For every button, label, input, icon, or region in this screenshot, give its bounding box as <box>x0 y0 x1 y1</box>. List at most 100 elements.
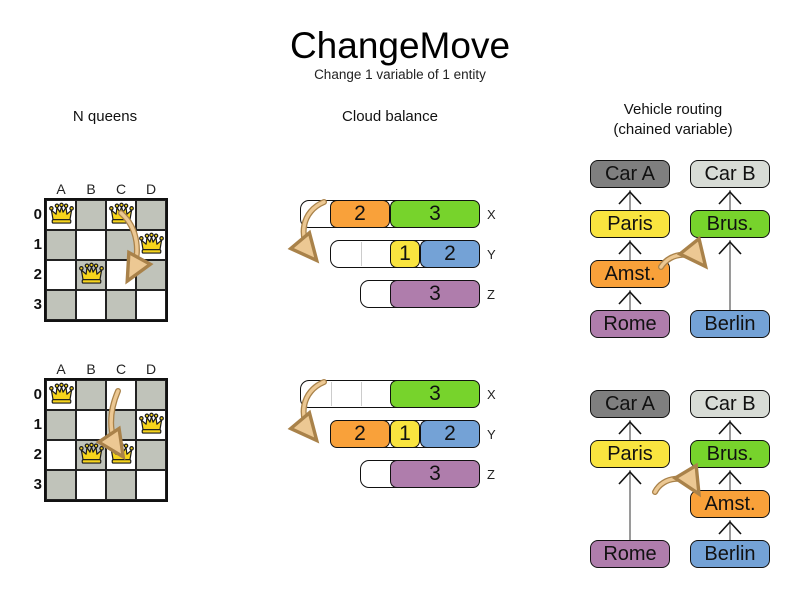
board-cell <box>136 230 166 260</box>
board-cell <box>46 260 76 290</box>
chain-arrowhead-icon <box>718 520 742 535</box>
board-cell <box>136 380 166 410</box>
chain-arrowhead-icon <box>618 240 642 255</box>
board-cell <box>106 410 136 440</box>
board-frame <box>44 198 168 322</box>
board-cell <box>46 410 76 440</box>
queen-icon <box>48 202 74 224</box>
vr-box-amst: Amst. <box>690 490 770 518</box>
board-cell <box>46 470 76 500</box>
chain-arrowhead-icon <box>718 240 742 255</box>
chain-connectors <box>618 190 742 540</box>
process-block: 1 <box>390 240 420 268</box>
board-cell <box>136 470 166 500</box>
board-cell <box>106 380 136 410</box>
queen-icon <box>108 442 134 464</box>
board-cell <box>76 470 106 500</box>
board-row-label: 1 <box>33 416 42 433</box>
process-block: 3 <box>390 460 480 488</box>
board-cell <box>46 440 76 470</box>
board-col-label: C <box>115 361 127 377</box>
process-block: 2 <box>330 420 390 448</box>
board-col-label: A <box>56 361 66 377</box>
board-cell <box>136 260 166 290</box>
vr-box-car-a: Car A <box>590 390 670 418</box>
board-row-label: 3 <box>33 296 42 313</box>
vr-box-rome: Rome <box>590 310 670 338</box>
process-block: 3 <box>390 280 480 308</box>
board-cell <box>76 200 106 230</box>
bar-divider <box>361 242 362 266</box>
chain-arrowhead-icon <box>618 290 642 305</box>
vr-box-brus: Brus. <box>690 440 770 468</box>
board-cell <box>76 290 106 320</box>
process-block: 2 <box>330 200 390 228</box>
vr-box-berlin: Berlin <box>690 310 770 338</box>
board-col-label: D <box>145 181 157 197</box>
board-cell <box>46 200 76 230</box>
board-cell <box>136 410 166 440</box>
move-arrow-vehicle-after <box>652 462 702 498</box>
vr-box-berlin: Berlin <box>690 540 770 568</box>
process-block: 2 <box>420 420 480 448</box>
board-row-label: 3 <box>33 476 42 493</box>
chain-arrowhead-icon <box>718 470 742 485</box>
board-cell <box>46 230 76 260</box>
queen-icon <box>138 232 164 254</box>
computer-label: Y <box>487 247 496 262</box>
bar-divider <box>331 382 332 406</box>
board-frame <box>44 378 168 502</box>
process-block: 1 <box>390 420 420 448</box>
computer-label: X <box>487 387 496 402</box>
board-cell <box>76 230 106 260</box>
vr-box-car-b: Car B <box>690 390 770 418</box>
computer-label: Z <box>487 467 495 482</box>
queen-icon <box>78 442 104 464</box>
page-title: ChangeMove <box>289 25 511 66</box>
board-cell <box>106 290 136 320</box>
board-cell <box>136 440 166 470</box>
board-row-label: 0 <box>33 386 42 403</box>
board-cell <box>106 260 136 290</box>
board-row-label: 0 <box>33 206 42 223</box>
chain-arrowhead-icon <box>618 420 642 435</box>
process-block: 3 <box>390 380 480 408</box>
board-cell <box>76 260 106 290</box>
board-cell <box>136 200 166 230</box>
section-header-cloud: Cloud balance <box>342 108 438 125</box>
board-cell <box>136 290 166 320</box>
vr-box-car-b: Car B <box>690 160 770 188</box>
board-cell <box>46 380 76 410</box>
board-row-label: 2 <box>33 266 42 283</box>
bar-divider <box>361 382 362 406</box>
vr-box-paris: Paris <box>590 210 670 238</box>
queen-icon <box>138 412 164 434</box>
chain-arrowhead-icon <box>718 190 742 205</box>
board-col-label: B <box>86 361 96 377</box>
board-cell <box>106 230 136 260</box>
section-subheader-vehicle: (chained variable) <box>613 121 733 138</box>
board-col-label: D <box>145 361 157 377</box>
chain-arrowhead-icon <box>618 190 642 205</box>
vr-box-car-a: Car A <box>590 160 670 188</box>
board-cell <box>106 470 136 500</box>
board-row-label: 2 <box>33 446 42 463</box>
queen-icon <box>48 382 74 404</box>
page-subtitle: Change 1 variable of 1 entity <box>314 67 486 82</box>
section-header-nqueens: N queens <box>72 108 138 125</box>
board-cell <box>76 440 106 470</box>
board-cell <box>76 410 106 440</box>
process-block: 3 <box>390 200 480 228</box>
chain-arrowhead-icon <box>618 470 642 485</box>
section-header-vehicle: Vehicle routing <box>623 101 723 118</box>
board-col-label: B <box>86 181 96 197</box>
vr-box-amst: Amst. <box>590 260 670 288</box>
vr-box-brus: Brus. <box>690 210 770 238</box>
computer-label: Y <box>487 427 496 442</box>
chain-arrowhead-icon <box>718 420 742 435</box>
board-cell <box>106 440 136 470</box>
computer-label: X <box>487 207 496 222</box>
process-block: 2 <box>420 240 480 268</box>
vr-box-rome: Rome <box>590 540 670 568</box>
